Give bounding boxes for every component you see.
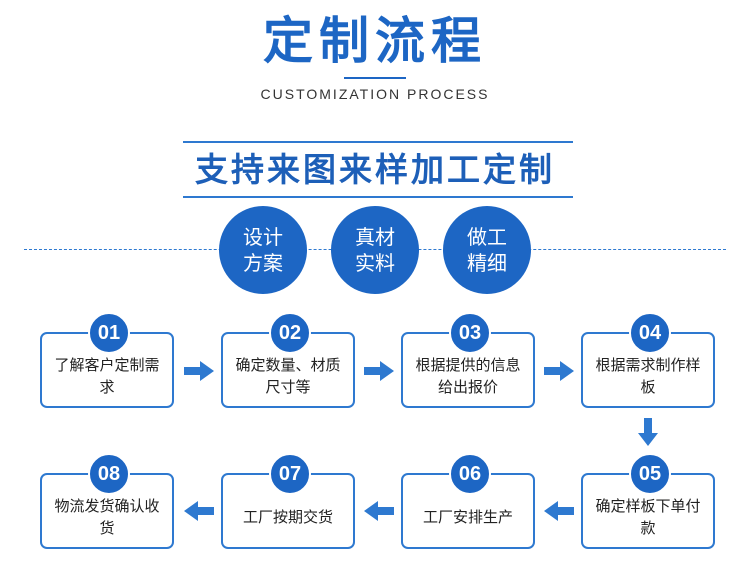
- feature-line: 精细: [467, 251, 507, 275]
- step-text: 物流发货确认收货: [54, 497, 160, 537]
- step-box-01: 了解客户定制需求: [40, 332, 174, 408]
- arrow-left-icon: [544, 501, 574, 521]
- feature-line: 做工: [467, 225, 507, 249]
- step-text: 工厂安排生产: [422, 508, 513, 526]
- step-badge-01: 01: [88, 312, 130, 354]
- banner-text: 支持来图来样加工定制: [195, 150, 555, 189]
- page-title: 定制流程: [263, 12, 487, 70]
- arrow-left-icon: [184, 501, 214, 521]
- feature-line: 实料: [355, 251, 395, 275]
- step-text: 确定样板下单付款: [595, 497, 701, 537]
- feature-line: 真材: [355, 225, 395, 249]
- step-text: 根据提供的信息给出报价: [415, 356, 521, 396]
- step-text: 了解客户定制需求: [54, 356, 160, 396]
- page-subtitle: CUSTOMIZATION PROCESS: [260, 86, 490, 102]
- arrow-right-icon: [184, 361, 214, 381]
- step-badge-03: 03: [449, 312, 491, 354]
- arrow-left-icon: [364, 501, 394, 521]
- step-text: 根据需求制作样板: [595, 356, 701, 396]
- feature-line: 设计: [243, 225, 283, 249]
- feature-circle-design: 设计方案: [219, 206, 307, 294]
- arrow-down-icon: [638, 418, 658, 446]
- step-badge-06: 06: [449, 453, 491, 495]
- step-text: 确定数量、材质尺寸等: [235, 356, 341, 396]
- step-badge-08: 08: [88, 453, 130, 495]
- step-badge-05: 05: [629, 453, 671, 495]
- feature-line: 方案: [243, 251, 283, 275]
- step-badge-02: 02: [269, 312, 311, 354]
- step-badge-07: 07: [269, 453, 311, 495]
- feature-circle-material: 真材实料: [331, 206, 419, 294]
- step-badge-04: 04: [629, 312, 671, 354]
- step-text: 工厂按期交货: [242, 508, 333, 526]
- banner-top-rule: [183, 141, 573, 143]
- arrow-right-icon: [544, 361, 574, 381]
- arrow-right-icon: [364, 361, 394, 381]
- feature-circle-craft: 做工精细: [443, 206, 531, 294]
- banner-bottom-rule: [183, 196, 573, 198]
- title-underline: [344, 77, 406, 79]
